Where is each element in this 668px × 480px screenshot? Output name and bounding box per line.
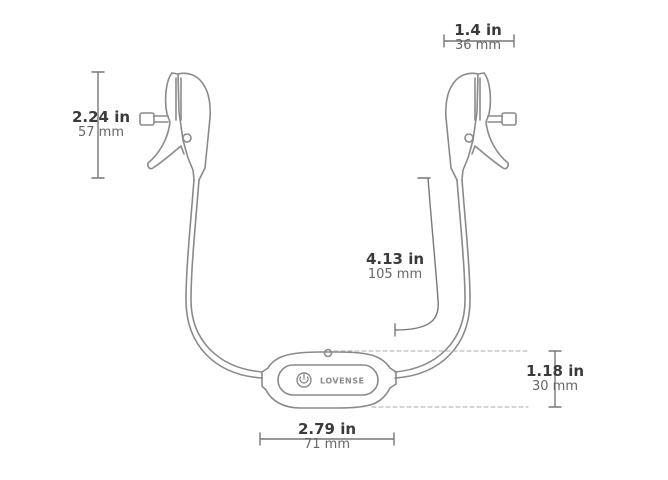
left-cable [185, 179, 263, 379]
dim-clamp-height-line [91, 71, 105, 179]
label-controller-height: 1.18 in 30 mm [520, 362, 590, 394]
label-clamp-height: 2.24 in 57 mm [66, 108, 136, 140]
clamp-width-mm: 36 mm [454, 37, 501, 53]
dim-controller-width-line [259, 432, 395, 446]
controller-width-inches: 2.79 in [297, 420, 357, 438]
controller-height-inches: 1.18 in [525, 362, 585, 380]
dim-cable-length-line [394, 177, 439, 337]
controller-width-mm: 71 mm [303, 436, 350, 452]
controller-height-mm: 30 mm [531, 378, 578, 394]
dim-controller-height-line [548, 350, 562, 408]
cable-length-mm: 105 mm [367, 266, 423, 282]
cable-length-inches: 4.13 in [365, 250, 425, 268]
right-cable [394, 179, 471, 379]
right-clamp [445, 72, 517, 181]
label-cable-length: 4.13 in 105 mm [360, 250, 430, 282]
label-clamp-width: 1.4 in 36 mm [443, 21, 513, 53]
brand-logo: LOVENSE [320, 377, 364, 386]
dim-clamp-width-line [443, 34, 515, 48]
label-controller-width: 2.79 in 71 mm [291, 420, 363, 452]
clamp-height-inches: 2.24 in [71, 108, 131, 126]
left-clamp [139, 72, 211, 181]
clamp-height-mm: 57 mm [77, 124, 124, 140]
controller: LOVENSE [261, 348, 397, 409]
clamp-width-inches: 1.4 in [454, 21, 502, 39]
